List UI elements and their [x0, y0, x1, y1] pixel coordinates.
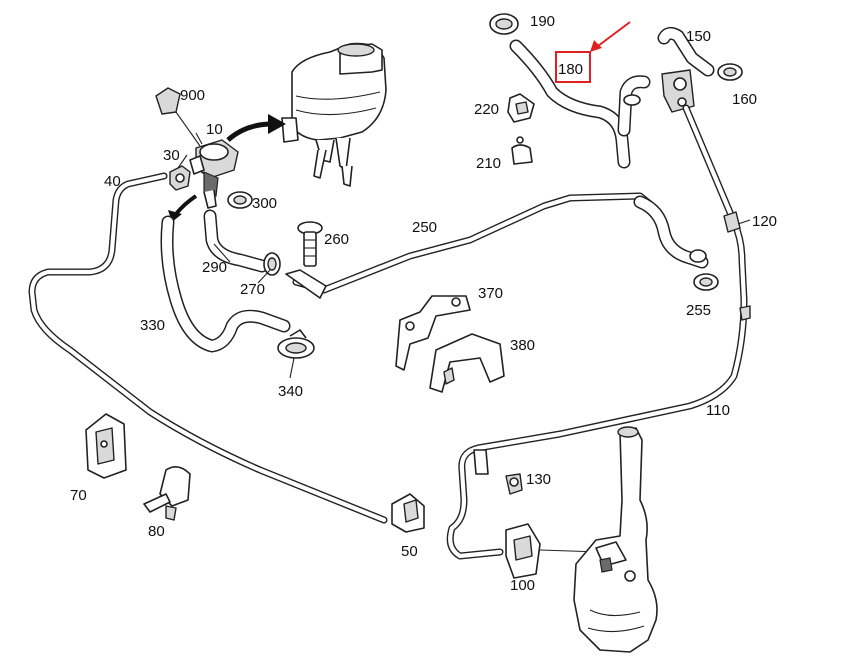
label-370: 370 — [478, 285, 503, 302]
label-50: 50 — [401, 543, 418, 560]
clamp-190 — [489, 13, 519, 35]
clamp-160 — [717, 63, 743, 81]
line-connector — [473, 305, 751, 475]
clamp-340 — [277, 329, 315, 359]
highlight-marker — [555, 21, 631, 83]
clamp-300 — [227, 191, 253, 209]
label-900: 900 — [180, 87, 205, 104]
valve-block — [661, 69, 695, 113]
line-110 — [446, 104, 748, 560]
cable-tie-80 — [143, 466, 191, 521]
clip-100 — [505, 523, 601, 579]
hose-330 — [160, 215, 291, 353]
clamp-220 — [507, 93, 535, 123]
hose-150 — [657, 26, 715, 77]
label-255: 255 — [686, 302, 711, 319]
label-380: 380 — [510, 337, 535, 354]
clamp-210 — [511, 136, 533, 165]
label-150: 150 — [686, 28, 711, 45]
label-220: 220 — [474, 101, 499, 118]
clamp-270 — [263, 252, 281, 276]
hose-40 — [28, 172, 388, 524]
label-260: 260 — [324, 231, 349, 248]
label-290: 290 — [202, 259, 227, 276]
flow-arrowhead-1 — [268, 114, 286, 134]
label-190: 190 — [530, 13, 555, 30]
label-250: 250 — [412, 219, 437, 236]
hose-290 — [203, 209, 269, 273]
flow-arrow-1 — [226, 121, 273, 142]
clamp-30 — [169, 165, 191, 191]
expansion-tank — [281, 42, 387, 187]
clip-50 — [391, 493, 425, 533]
label-100: 100 — [510, 577, 535, 594]
elbow-connector — [617, 75, 651, 137]
leader-lines — [177, 132, 751, 379]
label-120: 120 — [752, 213, 777, 230]
clip-120 — [723, 211, 741, 233]
bracket-380 — [429, 333, 505, 393]
label-270: 270 — [240, 281, 265, 298]
coolant-pump-10 — [189, 139, 239, 209]
label-340: 340 — [278, 383, 303, 400]
part-labels: 900 10 30 40 300 290 270 260 250 330 340… — [70, 13, 777, 594]
screw-130 — [505, 473, 523, 495]
label-30: 30 — [163, 147, 180, 164]
label-160: 160 — [732, 91, 757, 108]
label-210: 210 — [476, 155, 501, 172]
connector-900 — [155, 87, 201, 147]
label-330: 330 — [140, 317, 165, 334]
washer-reservoir — [573, 426, 658, 653]
label-70: 70 — [70, 487, 87, 504]
label-40: 40 — [104, 173, 121, 190]
hose-180 — [509, 39, 631, 169]
label-130: 130 — [526, 471, 551, 488]
flow-arrow-2 — [174, 194, 198, 216]
bracket-70 — [85, 413, 127, 479]
bracket-370 — [395, 295, 471, 371]
label-80: 80 — [148, 523, 165, 540]
pipe-250 — [285, 192, 654, 299]
label-300: 300 — [252, 195, 277, 212]
label-10: 10 — [206, 121, 223, 138]
clamp-255 — [689, 249, 719, 291]
hose-250-bend — [633, 195, 709, 269]
bolt-260 — [297, 221, 323, 267]
label-180: 180 — [558, 61, 583, 78]
label-110: 110 — [706, 402, 730, 419]
